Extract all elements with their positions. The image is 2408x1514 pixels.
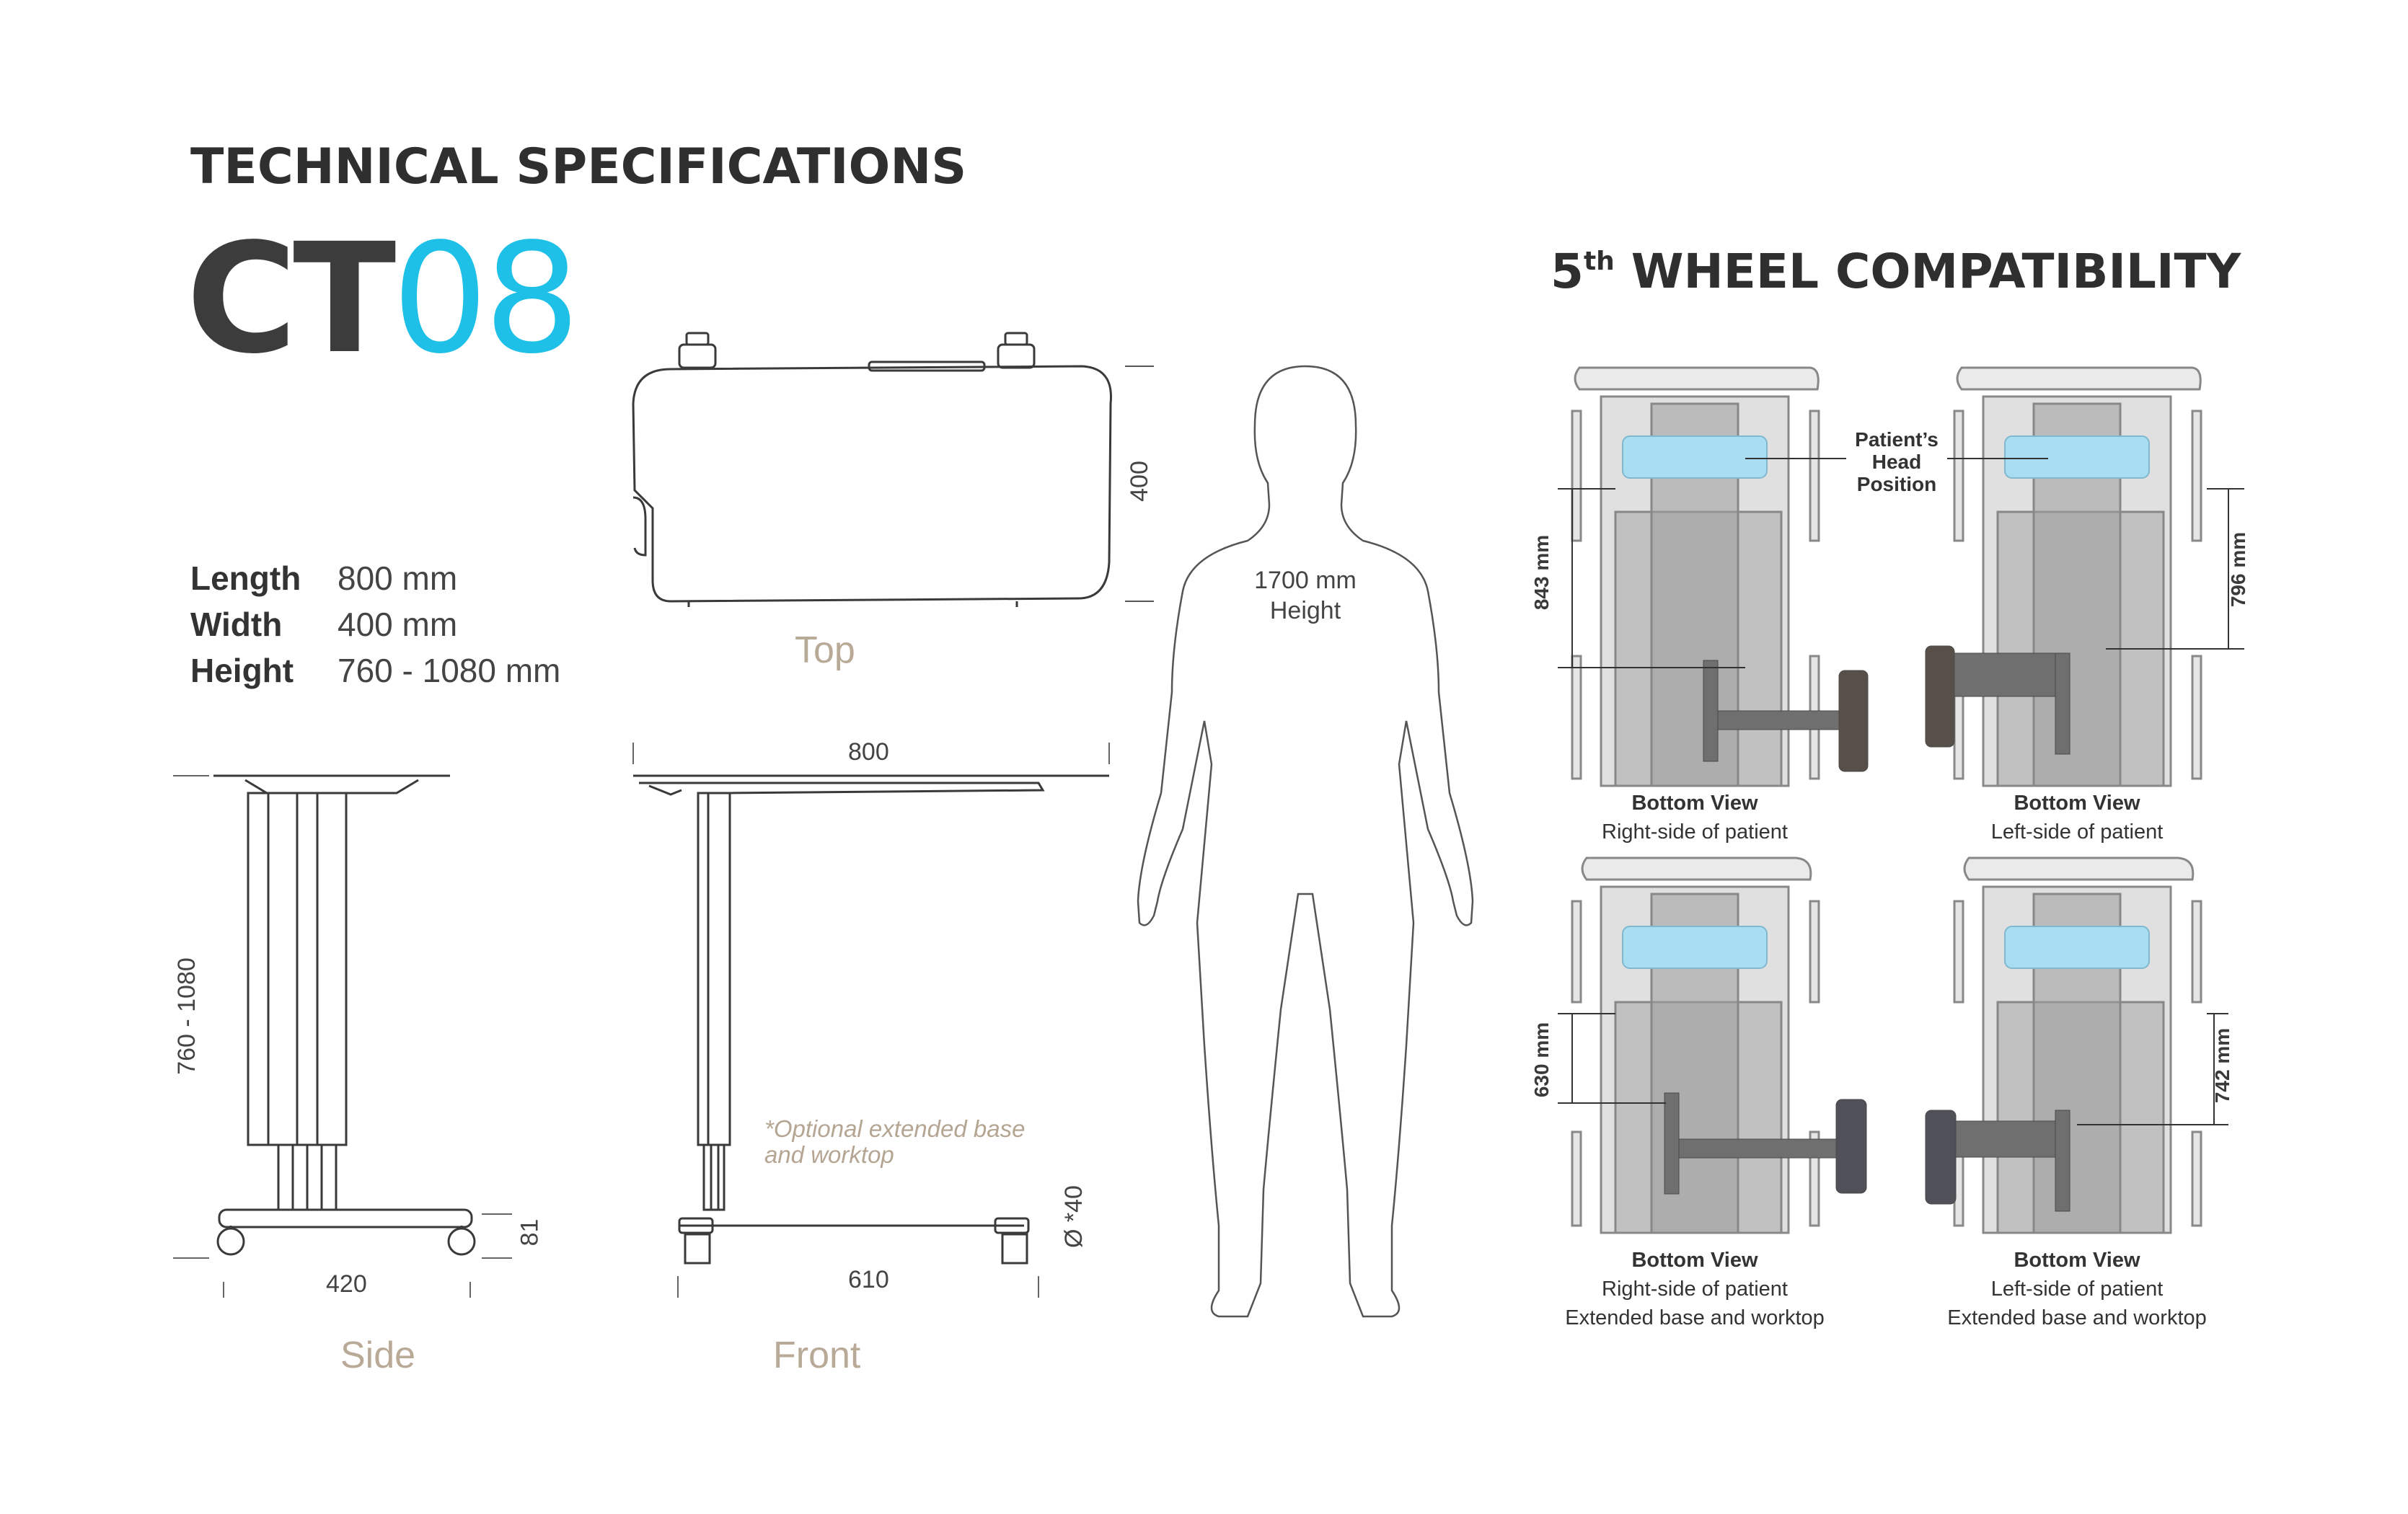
spec-row-width: Width 400 mm xyxy=(190,601,560,647)
panel-2-caption: Bottom View Left-side of patient xyxy=(1897,789,2257,846)
caption-title: Bottom View xyxy=(2014,1249,2140,1272)
figure-height-label: Height xyxy=(1269,597,1341,624)
head-label-line: Patient’s xyxy=(1855,428,1939,451)
model-prefix: CT xyxy=(186,211,396,387)
caption-line: Extended base and worktop xyxy=(1947,1306,2207,1329)
caption-line: Left-side of patient xyxy=(1990,820,2164,844)
panel-1-caption: Bottom View Right-side of patient xyxy=(1514,789,1875,846)
head-position xyxy=(1622,435,1768,479)
spec-list: Length 800 mm Width 400 mm Height 760 - … xyxy=(190,555,560,694)
spec-row-height: Height 760 - 1080 mm xyxy=(190,647,560,694)
caption-title: Bottom View xyxy=(2014,792,2140,815)
caption-line: Extended base and worktop xyxy=(1565,1306,1825,1329)
spec-row-length: Length 800 mm xyxy=(190,555,560,601)
side-view-label: Side xyxy=(340,1334,416,1376)
front-note-line: *Optional extended base xyxy=(764,1115,1026,1142)
spec-label: Length xyxy=(190,559,301,597)
top-view-label: Top xyxy=(795,629,855,671)
caption-title: Bottom View xyxy=(1631,1249,1758,1272)
bed-panel-1 xyxy=(1571,366,1869,787)
side-dim-wheel: 81 xyxy=(516,1218,544,1247)
spec-value: 400 mm xyxy=(338,606,458,643)
spec-label: Height xyxy=(190,652,294,689)
caption-title: Bottom View xyxy=(1631,792,1758,815)
panel-3-dim: 630 mm xyxy=(1530,1022,1553,1098)
top-dim-height: 400 xyxy=(1125,461,1153,502)
side-dim-width: 420 xyxy=(326,1270,367,1298)
wheel-title-rest: WHEEL COMPATIBILITY xyxy=(1614,244,2241,299)
side-dim-height: 760 - 1080 xyxy=(172,957,200,1075)
page-title: TECHNICAL SPECIFICATIONS xyxy=(190,138,967,195)
bed-panel-3 xyxy=(1571,856,1867,1234)
front-view-label: Front xyxy=(773,1334,861,1376)
panel-4-caption: Bottom View Left-side of patient Extende… xyxy=(1897,1246,2257,1332)
model-number: 08 xyxy=(392,211,580,387)
caption-line: Right-side of patient xyxy=(1602,820,1788,844)
panel-4-dim: 742 mm xyxy=(2211,1027,2234,1104)
spec-label: Width xyxy=(190,606,283,643)
caption-line: Right-side of patient xyxy=(1602,1278,1788,1301)
caption-line: Left-side of patient xyxy=(1990,1278,2164,1301)
panel-2-dim: 796 mm xyxy=(2227,531,2250,608)
front-dim-wheel: Ø *40 xyxy=(1059,1185,1088,1248)
head-position-label: Patient’s Head Position xyxy=(1832,428,1962,495)
panel-1-dim: 843 mm xyxy=(1530,534,1553,611)
figure-height-value: 1700 mm xyxy=(1254,567,1357,594)
spec-value: 800 mm xyxy=(338,559,458,597)
wheel-title-sup: th xyxy=(1583,247,1615,276)
front-note: *Optional extended base and worktop xyxy=(764,1116,1025,1168)
front-note-line: and worktop xyxy=(764,1141,894,1168)
front-dim-top: 800 xyxy=(848,738,889,766)
model-name: CT08 xyxy=(186,223,581,375)
wheel-section-title: 5th WHEEL COMPATIBILITY xyxy=(1551,244,2241,299)
bed-panel-2 xyxy=(1925,366,2202,787)
bed-panel-4 xyxy=(1925,856,2202,1234)
head-label-line: Head xyxy=(1871,451,1922,473)
head-label-line: Position xyxy=(1856,473,1937,495)
spec-value: 760 - 1080 mm xyxy=(338,652,561,689)
figure-height: 1700 mm Height xyxy=(1226,565,1385,626)
front-dim-base: 610 xyxy=(848,1266,889,1293)
panel-3-caption: Bottom View Right-side of patient Extend… xyxy=(1514,1246,1875,1332)
wheel-title-prefix: 5 xyxy=(1551,244,1584,299)
